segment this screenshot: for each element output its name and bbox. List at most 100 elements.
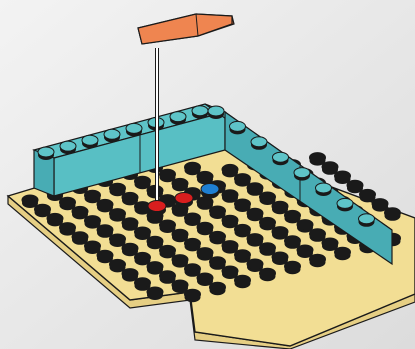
plate-stud: [59, 222, 76, 236]
plate-stud: [209, 205, 226, 219]
plate-stud: [134, 226, 151, 240]
wall-stud-right: [315, 182, 332, 196]
wall-stud-right: [336, 197, 354, 212]
wall-stud-back: [103, 128, 121, 143]
red-stud-right: [174, 192, 194, 208]
plate-stud: [34, 203, 51, 218]
plate-stud: [196, 196, 214, 210]
plate-stud: [196, 221, 214, 236]
plate-stud: [234, 198, 251, 212]
wall-stud-right: [207, 105, 225, 119]
plate-stud: [96, 249, 114, 264]
plate-stud: [121, 268, 139, 282]
plate-stud: [134, 251, 151, 266]
plate-stud: [121, 217, 139, 231]
blue-stud: [200, 183, 220, 199]
plate-stud: [196, 170, 214, 185]
plate-stud: [71, 231, 89, 245]
plate-stud: [109, 208, 126, 222]
plate-stud: [259, 242, 276, 256]
plate-stud: [184, 237, 201, 252]
plate-stud: [21, 194, 39, 208]
plate-stud: [84, 189, 101, 204]
plate-stud: [259, 216, 276, 231]
plate-stud: [371, 198, 389, 212]
wall-stud-back: [37, 146, 55, 160]
plate-stud: [359, 188, 376, 203]
plate-stud: [184, 161, 201, 176]
plate-stud: [96, 224, 114, 238]
plate-stud: [221, 214, 239, 229]
plate-stud: [246, 233, 264, 247]
plate-stud: [96, 198, 114, 213]
plate-stud: [171, 177, 189, 192]
plate-stud: [284, 260, 301, 275]
plate-stud: [196, 272, 214, 286]
wall-stud-back: [125, 122, 143, 137]
plate-stud: [46, 212, 64, 227]
plate-stud: [171, 228, 189, 243]
plate-stud: [284, 209, 301, 224]
plate-stud: [221, 265, 239, 279]
plate-stud: [271, 251, 289, 265]
plate-stud: [246, 258, 264, 272]
orange-tile-body: [137, 13, 233, 45]
plate-stud: [246, 207, 264, 222]
plate-stud: [146, 286, 164, 300]
plate-stud: [384, 207, 401, 221]
plate-stud: [296, 244, 314, 258]
wall-stud-back: [169, 111, 187, 125]
right-wall-front: [224, 110, 393, 266]
plate-stud: [109, 233, 126, 247]
plate-stud: [84, 215, 101, 229]
plate-stud: [196, 247, 214, 261]
plate-stud: [184, 263, 201, 277]
plate-stud: [59, 196, 76, 211]
wall-stud-right: [358, 213, 375, 227]
plate-stud: [334, 246, 351, 261]
plate-stud: [184, 212, 201, 226]
plate-stud: [146, 235, 164, 250]
plate-stud: [271, 226, 289, 240]
wall-studs: [37, 105, 375, 227]
plate-stud: [284, 235, 301, 249]
plate-stud: [134, 277, 151, 291]
plate-stud: [234, 274, 251, 289]
plate-stud: [309, 253, 326, 268]
plate-stud: [171, 279, 189, 293]
plate-stud: [221, 163, 239, 178]
plate-stud: [134, 175, 151, 190]
plate-stud: [221, 240, 239, 254]
plate-stud: [321, 161, 339, 175]
plate-stud: [234, 249, 251, 263]
plate-stud: [209, 281, 226, 296]
wall-stud-back: [191, 105, 209, 119]
plate-stud: [209, 256, 226, 270]
wall-stud-back: [81, 134, 99, 149]
orange-tile-seam: [195, 13, 199, 37]
plate-stud: [159, 270, 176, 284]
plate-stud: [146, 261, 164, 275]
plate-stud: [121, 191, 139, 206]
plate-stud: [171, 254, 189, 268]
plate-stud: [84, 240, 101, 254]
plate-stud: [296, 219, 314, 233]
plate-stud: [346, 179, 364, 194]
plate-stud: [334, 170, 351, 184]
wall-stud-right: [293, 167, 311, 181]
plate-stud: [159, 219, 176, 233]
wall-stud-right: [272, 151, 289, 166]
plate-stud: [159, 244, 176, 259]
plate-stud: [221, 189, 239, 203]
orange-tile: [137, 13, 235, 45]
plate-stud: [109, 258, 126, 273]
plate-stud: [259, 191, 276, 205]
plate-stud: [71, 205, 89, 220]
plate-stud: [259, 267, 276, 282]
plate-stud: [109, 182, 126, 197]
red-stud-left: [147, 200, 167, 216]
plate-stud: [121, 242, 139, 257]
plate-stud: [209, 230, 226, 245]
plate-stud: [309, 152, 326, 166]
